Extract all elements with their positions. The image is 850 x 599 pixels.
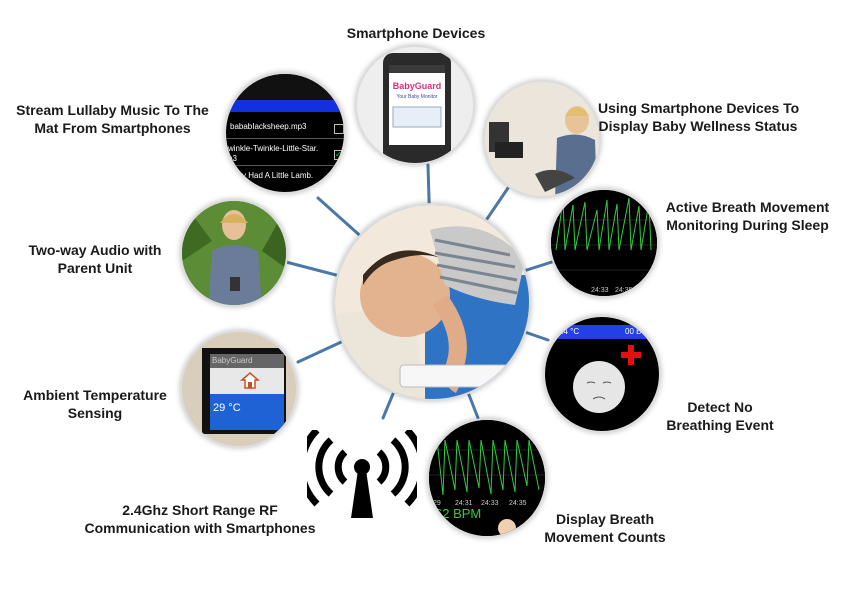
playlist-file-2[interactable]: winkle-Twinkle-Little-Star. <box>228 144 319 153</box>
label-stream-lullaby-line1: Stream Lullaby Music To The <box>16 102 209 118</box>
lullaby-playlist-screen: bababIacksheep.mp3 winkle-Twinkle-Little… <box>224 72 346 194</box>
label-stream-lullaby-line2: Mat From Smartphones <box>34 120 191 136</box>
alert-bpm-text: 00 BPM <box>625 327 654 336</box>
label-display-counts-line1: Display Breath <box>555 511 655 527</box>
counts-tick-4: 24:35 <box>509 500 527 507</box>
label-detect-no-breathing-line1: Detect No <box>687 399 753 415</box>
woman-at-desk-photo <box>483 80 601 198</box>
label-display-wellness: Using Smartphone Devices To Display Baby… <box>598 99 800 135</box>
alert-temp-text: 24 °C <box>559 327 580 336</box>
label-ambient-temperature-line2: Sensing <box>67 405 123 421</box>
playlist-file-1[interactable]: bababIacksheep.mp3 <box>230 122 307 131</box>
home-icon[interactable] <box>240 370 260 390</box>
label-two-way-audio-line2: Parent Unit <box>57 260 133 276</box>
label-ambient-temperature-line1: Ambient Temperature <box>23 387 167 403</box>
playlist-checkbox-icon[interactable] <box>334 124 344 134</box>
label-two-way-audio-line1: Two-way Audio with <box>28 242 162 258</box>
label-rf-communication-line1: 2.4Ghz Short Range RF <box>122 502 278 518</box>
temp-screen-brand: BabyGuard <box>212 356 253 365</box>
breath-counts-screen: 29 24:31 24:33 24:35 62 BPM <box>427 418 547 538</box>
phone-brand-text: BabyGuard <box>392 81 442 91</box>
label-smartphone-devices: Smartphone Devices <box>346 25 486 41</box>
ambient-temperature-screen: BabyGuard 29 °C <box>180 330 298 448</box>
no-breathing-alert-screen: 24 °C 00 BPM <box>543 315 661 433</box>
rf-signal-icon <box>298 427 426 520</box>
label-display-wellness-line2: Display Baby Wellness Status <box>598 118 798 134</box>
sad-baby-face-icon <box>569 357 629 417</box>
label-active-breath-line1: Active Breath Movement <box>665 199 830 215</box>
woman-two-way-audio-photo <box>180 199 288 307</box>
label-ambient-temperature: Ambient Temperature Sensing <box>15 386 175 422</box>
label-active-breath-line2: Monitoring During Sleep <box>666 217 829 233</box>
active-breath-graph-screen: 24:33 24:35 <box>549 188 659 298</box>
smartphone-device-photo: BabyGuard Your Baby Monitor <box>355 45 475 165</box>
bpm-count-readout: 62 BPM <box>435 506 482 521</box>
label-display-counts-line2: Movement Counts <box>544 529 666 545</box>
counts-tick-2: 24:31 <box>455 500 473 507</box>
label-display-wellness-line1: Using Smartphone Devices To <box>598 100 800 116</box>
label-active-breath: Active Breath Movement Monitoring During… <box>660 198 835 234</box>
playlist-file-2-cont: p3 <box>228 154 237 163</box>
label-display-counts: Display Breath Movement Counts <box>535 510 675 546</box>
label-two-way-audio: Two-way Audio with Parent Unit <box>20 241 170 277</box>
label-detect-no-breathing: Detect No Breathing Event <box>660 398 780 434</box>
label-rf-communication: 2.4Ghz Short Range RF Communication with… <box>80 501 320 537</box>
breath-tick-1: 24:33 <box>591 287 609 294</box>
red-cross-icon <box>621 345 641 365</box>
playlist-checkbox-checked-icon[interactable]: ✓ <box>334 150 344 160</box>
breath-tick-2: 24:35 <box>615 287 633 294</box>
center-baby-photo <box>333 203 531 401</box>
counts-tick-3: 24:33 <box>481 500 499 507</box>
phone-tagline-text: Your Baby Monitor <box>396 94 438 100</box>
playlist-file-3[interactable]: y Had A Little Lamb. <box>242 171 314 180</box>
label-stream-lullaby: Stream Lullaby Music To The Mat From Sma… <box>10 101 215 137</box>
label-detect-no-breathing-line2: Breathing Event <box>666 417 774 433</box>
label-rf-communication-line2: Communication with Smartphones <box>84 520 316 536</box>
temperature-reading: 29 °C <box>213 402 241 414</box>
counts-tick-1: 29 <box>433 500 441 507</box>
